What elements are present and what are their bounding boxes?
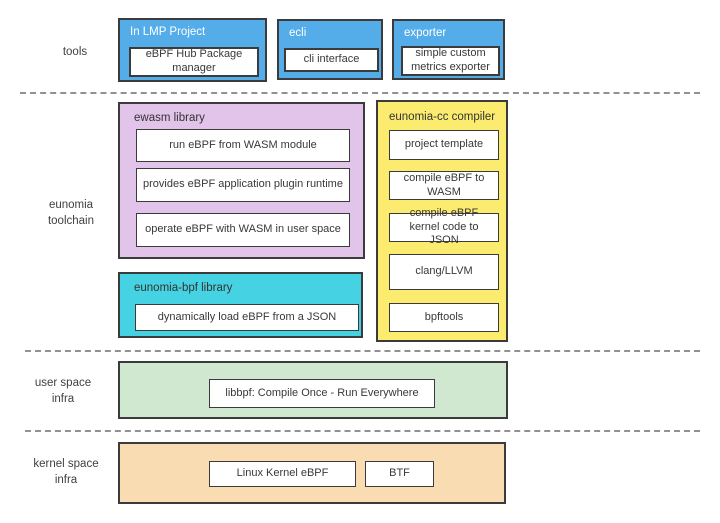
item-btf: BTF xyxy=(365,461,434,487)
item-compile-ebpf-to-wasm: compile eBPF to WASM xyxy=(389,171,499,200)
row-label-kernel-space-infra: kernel space infra xyxy=(33,458,99,486)
item-project-template: project template xyxy=(389,130,499,160)
item-dynamically-load-ebpf-from-a-json: dynamically load eBPF from a JSON xyxy=(135,304,359,331)
group-title-ewasm-library: ewasm library xyxy=(134,112,205,124)
group-title-ecli: ecli xyxy=(289,27,307,39)
group-exporter: exporter simple custom metrics exporter xyxy=(392,19,505,80)
group-kernel-space-infra: Linux Kernel eBPF BTF xyxy=(118,442,506,504)
group-in-lmp-project: In LMP Project eBPF Hub Package manager xyxy=(118,18,267,82)
item-simple-custom-metrics-exporter: simple custom metrics exporter xyxy=(401,46,500,76)
group-user-space-infra: libbpf: Compile Once - Run Everywhere xyxy=(118,361,508,419)
group-ecli: ecli cli interface xyxy=(277,19,383,80)
item-cli-interface: cli interface xyxy=(284,48,379,72)
row-label-tools: tools xyxy=(62,46,88,58)
group-eunomia-cc-compiler: eunomia-cc compiler project template com… xyxy=(376,100,508,342)
group-eunomia-bpf-library: eunomia-bpf library dynamically load eBP… xyxy=(118,272,363,338)
item-bpftools: bpftools xyxy=(389,303,499,332)
group-title-exporter: exporter xyxy=(404,27,447,39)
item-libbpf-compile-once-run-everywhere: libbpf: Compile Once - Run Everywhere xyxy=(209,379,435,408)
item-ebpf-hub-package-manager: eBPF Hub Package manager xyxy=(129,47,259,77)
item-compile-ebpf-kernel-code-to-json: compile eBPF kernel code to JSON xyxy=(389,207,499,246)
group-title-eunomia-cc-compiler: eunomia-cc compiler xyxy=(389,111,496,123)
item-provides-ebpf-application-plugin-runtime: provides eBPF application plugin runtime xyxy=(136,168,350,202)
group-title-in-lmp-project: In LMP Project xyxy=(130,26,206,38)
item-run-ebpf-from-wasm-module: run eBPF from WASM module xyxy=(136,129,350,162)
separator-tools-eunomia xyxy=(20,92,700,94)
item-clang-llvm: clang/LLVM xyxy=(389,254,499,290)
row-label-eunomia-toolchain: eunomia toolchain xyxy=(47,199,95,227)
item-linux-kernel-ebpf: Linux Kernel eBPF xyxy=(209,461,356,487)
group-title-eunomia-bpf-library: eunomia-bpf library xyxy=(134,282,233,294)
separator-eunomia-userspace xyxy=(25,350,700,352)
group-ewasm-library: ewasm library run eBPF from WASM module … xyxy=(118,102,365,259)
separator-userspace-kernelspace xyxy=(25,430,700,432)
item-operate-ebpf-with-wasm-in-user-space: operate eBPF with WASM in user space xyxy=(136,213,350,247)
row-label-user-space-infra: user space infra xyxy=(34,377,92,405)
